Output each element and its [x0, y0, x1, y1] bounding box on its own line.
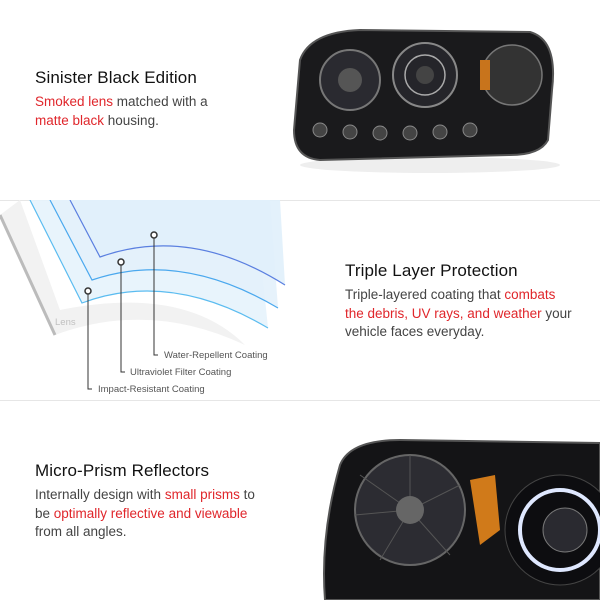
section-description: Smoked lens matched with a matte black h…	[35, 93, 235, 130]
section-title: Sinister Black Edition	[35, 68, 197, 87]
headlight-image	[292, 28, 560, 173]
highlight-text: small prisms	[164, 487, 240, 502]
section-title: Micro-Prism Reflectors	[35, 461, 210, 480]
highlight-text: combats the debris, UV rays, and weather	[345, 287, 556, 321]
section-sinister-black: Sinister Black Edition Smoked lens match…	[0, 0, 600, 200]
section-description: Internally design with small prisms to b…	[35, 486, 260, 542]
body-text: Triple-layered coating that	[345, 287, 505, 302]
highlight-text: optimally reflective and viewable	[53, 505, 248, 521]
lens-label: Lens	[55, 317, 76, 328]
body-text: matched with a	[113, 94, 208, 109]
headlight-closeup-image	[323, 438, 600, 600]
section-divider	[0, 400, 600, 401]
section-title: Triple Layer Protection	[345, 261, 518, 280]
body-text: from all angles.	[35, 524, 127, 539]
layer-label-uv-filter: Ultraviolet Filter Coating	[130, 367, 231, 378]
section-divider	[0, 200, 600, 201]
section-micro-prism: Micro-Prism Reflectors Internally design…	[0, 400, 600, 600]
body-text: Internally design with	[35, 487, 165, 502]
highlight-text: Smoked lens	[35, 94, 114, 109]
body-text: to be	[35, 487, 255, 521]
section-triple-layer: Lens Water-Repellent Coating Ultraviolet…	[0, 200, 600, 400]
section-description: Triple-layered coating that combats the …	[345, 286, 575, 342]
highlight-text: matte black	[35, 112, 105, 128]
layer-label-impact-resistant: Impact-Resistant Coating	[98, 384, 205, 395]
body-text: housing.	[104, 112, 159, 128]
body-text: your vehicle faces everyday.	[345, 305, 572, 340]
layer-label-water-repellent: Water-Repellent Coating	[164, 350, 268, 361]
coating-layers-diagram: Lens Water-Repellent Coating Ultraviolet…	[0, 200, 286, 395]
